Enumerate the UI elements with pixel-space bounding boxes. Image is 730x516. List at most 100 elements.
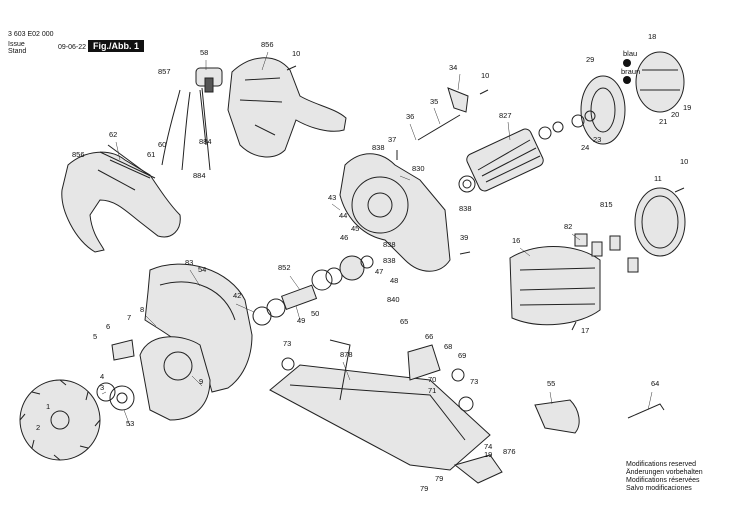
- part-label-79: 79: [420, 484, 428, 493]
- motor-cover-29: [580, 75, 626, 145]
- base-plate-878: [269, 339, 491, 471]
- end-cap-18: [635, 51, 685, 113]
- part-label-19: 19: [484, 450, 492, 459]
- part-label-61: 61: [147, 150, 155, 159]
- part-label-21: 21: [659, 117, 667, 126]
- part-label-18: 18: [648, 32, 656, 41]
- badge-blau: blau: [623, 49, 637, 67]
- part-label-4: 4: [100, 372, 104, 381]
- part-label-884: 884: [199, 137, 212, 146]
- part-label-16: 16: [512, 236, 520, 245]
- part-label-830: 830: [412, 164, 425, 173]
- figure-label: Fig./Abb. 1: [88, 40, 144, 52]
- part-label-6: 6: [106, 322, 110, 331]
- part-label-857: 857: [158, 67, 171, 76]
- part-label-11: 11: [654, 174, 662, 183]
- modification-notes: Modifications reserved Änderungen vorbeh…: [626, 461, 703, 493]
- rear-handle-856: [227, 57, 347, 158]
- part-label-79: 79: [435, 474, 443, 483]
- part-label-838: 838: [383, 240, 396, 249]
- document-number: 3 603 E02 000: [8, 31, 54, 38]
- note-line: Modifications réservées: [626, 477, 700, 484]
- part-label-10: 10: [481, 71, 489, 80]
- part-label-20: 20: [671, 110, 679, 119]
- part-label-10: 10: [680, 157, 688, 166]
- part-label-45: 45: [351, 224, 359, 233]
- motor-cap-11: [634, 187, 686, 257]
- part-label-70: 70: [428, 375, 436, 384]
- blade-guard-83: [144, 263, 253, 393]
- issue-label: Issue: [8, 41, 25, 48]
- part-label-66: 66: [425, 332, 433, 341]
- part-label-1: 1: [46, 402, 50, 411]
- badge-braun: braun: [621, 67, 640, 84]
- part-label-827: 827: [499, 111, 512, 120]
- part-label-73: 73: [470, 377, 478, 386]
- part-label-49: 49: [297, 316, 305, 325]
- part-label-840: 840: [387, 295, 400, 304]
- part-label-35: 35: [430, 97, 438, 106]
- part-label-884: 884: [193, 171, 206, 180]
- part-label-34: 34: [449, 63, 457, 72]
- part-label-2: 2: [36, 423, 40, 432]
- part-label-36: 36: [406, 112, 414, 121]
- part-label-838: 838: [459, 204, 472, 213]
- armature-827: [466, 121, 564, 192]
- part-label-8: 8: [140, 305, 144, 314]
- part-label-29: 29: [586, 55, 594, 64]
- note-line: Salvo modificaciones: [626, 485, 692, 492]
- part-label-838: 838: [383, 256, 396, 265]
- issue-date: 09-06-22: [58, 44, 87, 51]
- part-label-24: 24: [581, 143, 589, 152]
- part-label-7: 7: [127, 313, 131, 322]
- switch-58: [195, 67, 223, 93]
- part-label-60: 60: [158, 140, 166, 149]
- stand-label: Stand: [8, 48, 27, 55]
- part-label-58: 58: [200, 48, 208, 57]
- part-label-82: 82: [564, 222, 572, 231]
- part-label-19: 19: [683, 103, 691, 112]
- part-label-10: 10: [292, 49, 300, 58]
- part-label-73: 73: [283, 339, 291, 348]
- part-label-856: 856: [72, 150, 85, 159]
- part-label-69: 69: [458, 351, 466, 360]
- part-label-62: 62: [109, 130, 117, 139]
- note-line: Änderungen vorbehalten: [626, 469, 703, 476]
- part-label-53: 53: [126, 419, 134, 428]
- part-label-9: 9: [199, 377, 203, 386]
- part-label-838: 838: [372, 143, 385, 152]
- part-label-17: 17: [581, 326, 589, 335]
- part-label-46: 46: [340, 233, 348, 242]
- part-label-815: 815: [600, 200, 613, 209]
- part-label-878: 878: [340, 350, 353, 359]
- part-label-3: 3: [100, 383, 104, 392]
- saw-blade-1: [19, 379, 101, 461]
- part-label-44: 44: [339, 211, 347, 220]
- wires: [161, 87, 211, 171]
- part-label-55: 55: [547, 379, 555, 388]
- part-label-48: 48: [390, 276, 398, 285]
- part-label-54: 54: [198, 265, 206, 274]
- part-label-23: 23: [593, 135, 601, 144]
- part-label-65: 65: [400, 317, 408, 326]
- part-label-852: 852: [278, 263, 291, 272]
- part-label-71: 71: [428, 386, 436, 395]
- part-label-74: 74: [484, 442, 492, 451]
- badge-blau-text: blau: [623, 49, 637, 58]
- part-label-37: 37: [388, 135, 396, 144]
- handle-856: [61, 151, 181, 253]
- note-line: Modifications reserved: [626, 461, 697, 468]
- spindle-assembly: [252, 255, 374, 326]
- part-label-42: 42: [233, 291, 241, 300]
- dust-adapter-55: [534, 399, 580, 434]
- part-label-43: 43: [328, 193, 336, 202]
- part-label-5: 5: [93, 332, 97, 341]
- part-label-83: 83: [185, 258, 193, 267]
- badge-braun-text: braun: [621, 67, 640, 76]
- part-label-64: 64: [651, 379, 659, 388]
- part-label-68: 68: [444, 342, 452, 351]
- lower-guard-9: [139, 336, 211, 421]
- part-label-39: 39: [460, 233, 468, 242]
